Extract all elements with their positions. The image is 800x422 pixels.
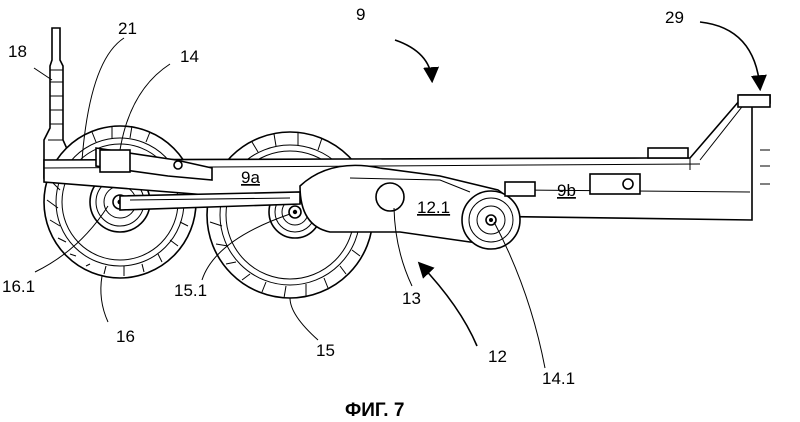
label-15: 15 — [316, 341, 335, 360]
bracket — [504, 181, 536, 197]
label-21: 21 — [118, 19, 137, 38]
label-9a: 9a — [241, 168, 260, 187]
label-9: 9 — [356, 5, 365, 24]
label-12-1: 12.1 — [417, 198, 450, 217]
rocker-arm — [119, 164, 515, 244]
bolt — [622, 178, 634, 190]
label-29: 29 — [665, 8, 684, 27]
label-14: 14 — [180, 47, 199, 66]
label-9b: 9b — [557, 181, 576, 200]
label-16: 16 — [116, 327, 135, 346]
label-15-1: 15.1 — [174, 281, 207, 300]
label-12: 12 — [488, 347, 507, 366]
label-16-1: 16.1 — [2, 277, 35, 296]
tire-tread-15 — [209, 133, 361, 299]
hydraulic-cylinder — [95, 147, 213, 181]
label-14-1: 14.1 — [542, 369, 575, 388]
label-13: 13 — [402, 289, 421, 308]
figure-caption: ФИГ. 7 — [345, 400, 404, 421]
leader-lines — [33, 21, 767, 369]
wheel-14 — [461, 190, 521, 250]
label-18: 18 — [8, 42, 27, 61]
